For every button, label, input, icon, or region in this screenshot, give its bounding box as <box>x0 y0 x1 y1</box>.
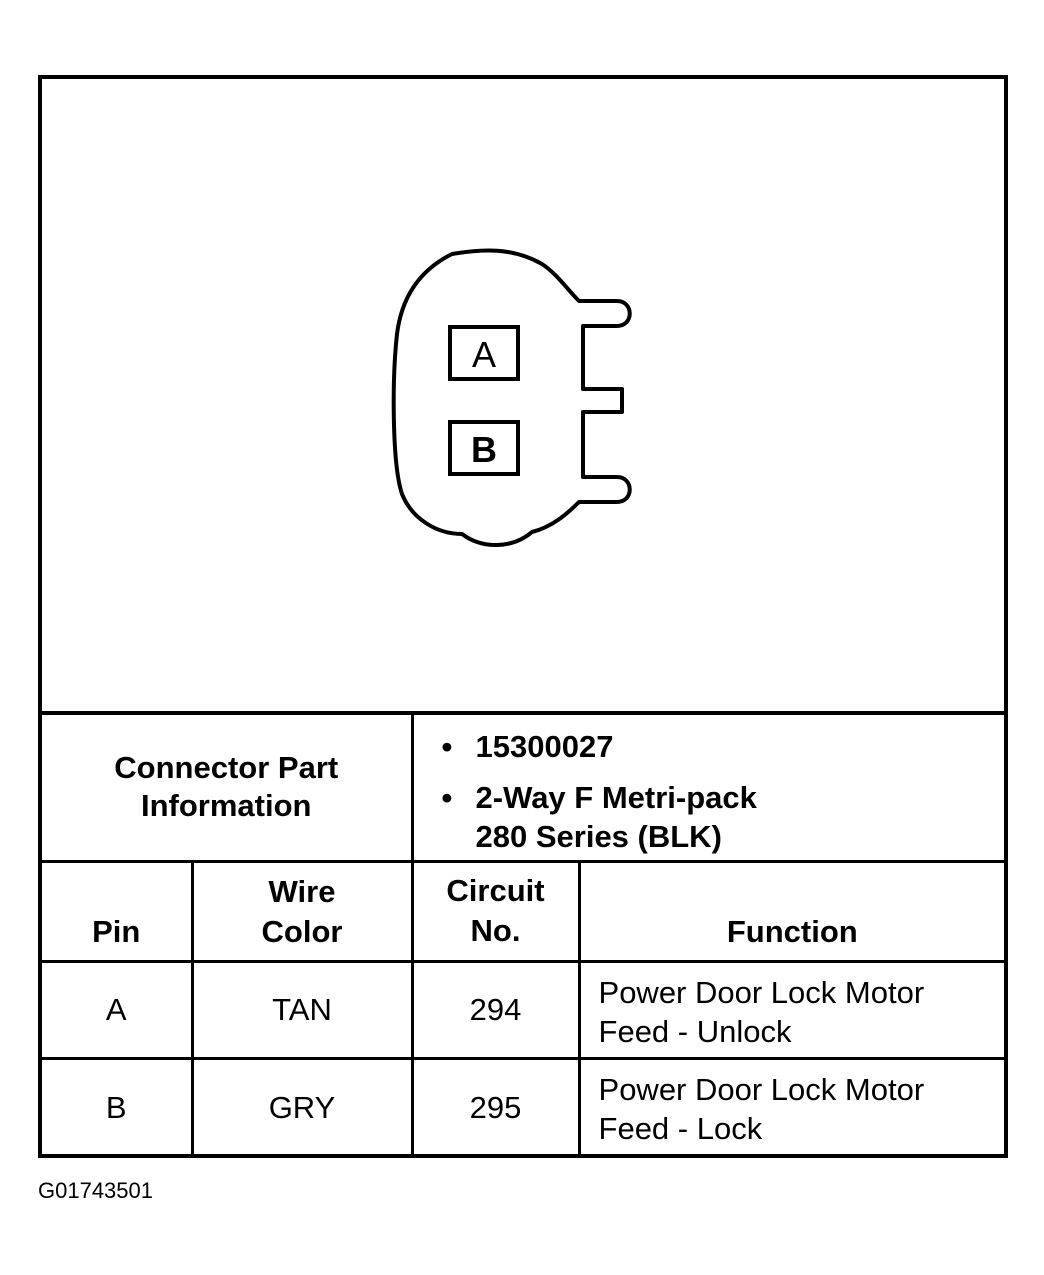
connector-diagram-frame: A B Connector Part Information 15300027 <box>38 75 1008 1158</box>
header-circuit-line1: Circuit <box>446 872 545 908</box>
header-circuit-line2: No. <box>470 912 521 948</box>
row-b-function-line2: Feed - Lock <box>598 1110 763 1146</box>
header-function: Function <box>577 859 1005 963</box>
header-wire-color-line2: Color <box>261 913 343 949</box>
table-row: B GRY 295 Power Door Lock Motor Feed - L… <box>42 1056 1005 1155</box>
part-number-bullet: 15300027 <box>442 727 1005 766</box>
row-b-pin: B <box>42 1056 194 1155</box>
row-a-function: Power Door Lock Motor Feed - Unlock <box>577 959 1005 1060</box>
row-a-function-line1: Power Door Lock Motor <box>598 974 925 1010</box>
connector-info-table: Connector Part Information 15300027 2-Wa… <box>42 711 1005 1155</box>
connector-body-outline <box>391 248 632 547</box>
pin-b-label: B <box>471 429 497 470</box>
row-b-function: Power Door Lock Motor Feed - Lock <box>577 1056 1005 1155</box>
pin-b-cavity <box>448 420 520 476</box>
pin-a-label: A <box>472 334 496 375</box>
connector-drawing: A B <box>391 248 632 547</box>
row-a-pin: A <box>42 959 194 1060</box>
row-b-circuit: 295 <box>410 1056 581 1155</box>
connector-type-line1: 2-Way F Metri-pack <box>475 780 757 815</box>
part-number: 15300027 <box>475 729 614 764</box>
row-a-wire-color: TAN <box>190 959 414 1060</box>
figure-id: G01743501 <box>38 1178 153 1203</box>
pin-a-cavity <box>448 325 520 381</box>
row-b-function-line1: Power Door Lock Motor <box>598 1071 925 1107</box>
header-circuit-no: Circuit No. <box>410 859 581 963</box>
table-row: A TAN 294 Power Door Lock Motor Feed - U… <box>42 959 1005 1060</box>
part-info-label-line1: Connector Part <box>114 750 339 786</box>
part-info-label-line2: Information <box>141 788 312 824</box>
header-wire-color-line1: Wire <box>268 873 336 909</box>
connector-type-bullet: 2-Way F Metri-pack 280 Series (BLK) <box>442 778 1005 856</box>
part-info-values: 15300027 2-Way F Metri-pack 280 Series (… <box>410 711 1005 863</box>
row-a-function-line2: Feed - Unlock <box>598 1013 792 1049</box>
header-wire-color: Wire Color <box>190 859 414 963</box>
part-info-row: Connector Part Information 15300027 2-Wa… <box>42 711 1005 863</box>
part-info-label: Connector Part Information <box>42 711 414 863</box>
row-b-wire-color: GRY <box>190 1056 414 1155</box>
header-pin: Pin <box>42 859 194 963</box>
row-a-circuit: 294 <box>410 959 581 1060</box>
header-row: Pin Wire Color Circuit No. Function <box>42 859 1005 963</box>
connector-type-line2: 280 Series (BLK) <box>475 819 722 854</box>
